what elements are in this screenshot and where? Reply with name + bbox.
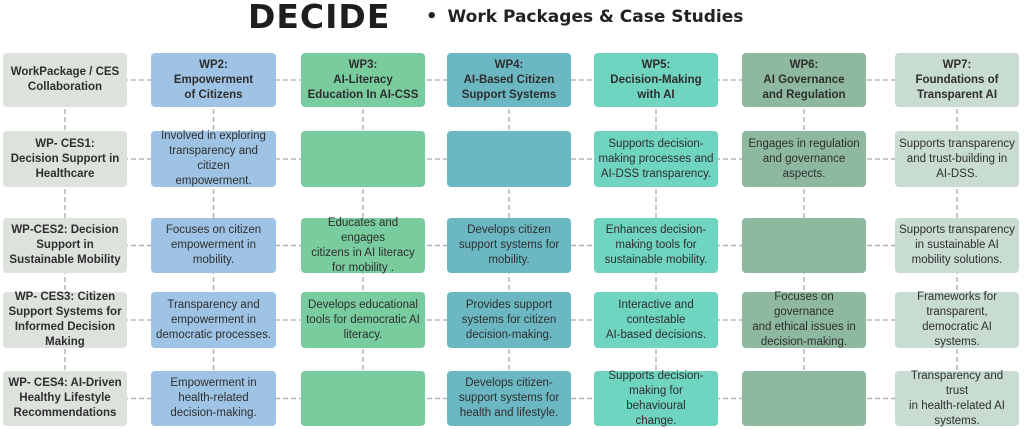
row-header-label: WP-CES2: Decision Support in Sustainable… bbox=[9, 224, 121, 266]
cell-ces2-wp3: Educates and engages citizens in AI lite… bbox=[301, 216, 425, 274]
cell-ces1-wp7: Supports transparency and trust-building… bbox=[895, 131, 1019, 187]
column-header-label: WP4: AI-Based Citizen Support Systems bbox=[461, 58, 557, 101]
column-header-wp2: WP2: Empowerment of Citizens bbox=[151, 53, 276, 107]
cell-ces4-wp6 bbox=[742, 371, 866, 426]
cell-ces2-wp5: Enhances decision- making tools for sust… bbox=[594, 218, 718, 273]
cell-ces4-wp2: Empowerment in health-related decision-m… bbox=[151, 371, 276, 426]
row-header-ces3: WP- CES3: Citizen Support Systems for In… bbox=[3, 291, 127, 348]
column-header-label: WP2: Empowerment of Citizens bbox=[173, 58, 254, 101]
row-header-ces1: WP- CES1: Decision Support in Healthcare bbox=[3, 131, 127, 187]
cell-text: Focuses on governance and ethical issues… bbox=[752, 291, 856, 348]
cell-text: Involved in exploring transparency and c… bbox=[161, 130, 266, 187]
cell-ces1-wp4 bbox=[447, 131, 571, 187]
cell-text: Engages in regulation and governance asp… bbox=[748, 137, 860, 180]
cell-text: Transparency and empowerment in democrat… bbox=[155, 298, 272, 341]
cell-text: Supports decision- making for behavioura… bbox=[608, 369, 704, 427]
column-header-wp6: WP6: AI Governance and Regulation bbox=[742, 53, 866, 107]
cell-text: Focuses on citizen empowerment in mobili… bbox=[165, 224, 262, 266]
subtitle-text: Work Packages & Case Studies bbox=[447, 7, 744, 27]
cell-ces3-wp7: Frameworks for transparent, democratic A… bbox=[895, 291, 1019, 348]
cell-text: Frameworks for transparent, democratic A… bbox=[917, 291, 997, 348]
row-header-label: WP- CES1: Decision Support in Healthcare bbox=[10, 137, 120, 180]
cell-text: Transparency and trust in health-related… bbox=[909, 369, 1005, 427]
cell-text: Educates and engages citizens in AI lite… bbox=[311, 216, 415, 274]
corner-header-label: WorkPackage / CES Collaboration bbox=[10, 66, 120, 93]
diagram-subtitle: • Work Packages & Case Studies bbox=[426, 6, 743, 28]
cell-ces4-wp4: Develops citizen- support systems for he… bbox=[447, 371, 571, 426]
cell-text: Supports transparency and trust-building… bbox=[899, 137, 1015, 180]
cell-text: Develops citizen- support systems for he… bbox=[458, 377, 560, 419]
cell-ces2-wp4: Develops citizen support systems for mob… bbox=[447, 218, 571, 273]
diagram-title: DECIDE bbox=[248, 0, 391, 36]
column-header-label: WP6: AI Governance and Regulation bbox=[762, 58, 846, 101]
row-header-label: WP- CES3: Citizen Support Systems for In… bbox=[8, 291, 122, 348]
cell-text: Empowerment in health-related decision-m… bbox=[170, 377, 257, 419]
column-header-label: WP3: AI-Literacy Education In AI-CSS bbox=[307, 58, 419, 101]
cell-ces1-wp6: Engages in regulation and governance asp… bbox=[742, 131, 866, 187]
row-header-label: WP- CES4: AI-Driven Healthy Lifestyle Re… bbox=[8, 377, 122, 419]
cell-ces4-wp3 bbox=[301, 371, 425, 426]
row-header-ces4: WP- CES4: AI-Driven Healthy Lifestyle Re… bbox=[3, 371, 127, 426]
column-header-wp5: WP5: Decision-Making with AI bbox=[594, 53, 718, 107]
cell-ces3-wp5: Interactive and contestable AI-based dec… bbox=[594, 292, 718, 348]
cell-ces3-wp6: Focuses on governance and ethical issues… bbox=[742, 291, 866, 348]
cell-text: Supports decision- making processes and … bbox=[598, 137, 714, 180]
cell-ces1-wp3 bbox=[301, 131, 425, 187]
cell-ces1-wp5: Supports decision- making processes and … bbox=[594, 131, 718, 187]
cell-ces2-wp6 bbox=[742, 218, 866, 273]
cell-text: Develops educational tools for democrati… bbox=[306, 298, 420, 341]
column-header-wp4: WP4: AI-Based Citizen Support Systems bbox=[447, 53, 571, 107]
cell-ces2-wp2: Focuses on citizen empowerment in mobili… bbox=[151, 218, 276, 273]
cell-ces2-wp7: Supports transparency in sustainable AI … bbox=[895, 218, 1019, 273]
cell-ces1-wp2: Involved in exploring transparency and c… bbox=[151, 130, 276, 187]
bullet-icon: • bbox=[426, 6, 438, 27]
cell-ces4-wp5: Supports decision- making for behavioura… bbox=[594, 369, 718, 427]
corner-header-box: WorkPackage / CES Collaboration bbox=[3, 53, 127, 107]
column-header-wp3: WP3: AI-Literacy Education In AI-CSS bbox=[301, 53, 425, 107]
cell-text: Interactive and contestable AI-based dec… bbox=[605, 298, 707, 341]
column-header-label: WP7: Foundations of Transparent AI bbox=[915, 58, 999, 101]
cell-ces3-wp2: Transparency and empowerment in democrat… bbox=[151, 292, 276, 348]
cell-text: Enhances decision- making tools for sust… bbox=[604, 224, 708, 266]
cell-ces4-wp7: Transparency and trust in health-related… bbox=[895, 369, 1019, 427]
cell-text: Provides support systems for citizen dec… bbox=[461, 298, 557, 341]
cell-text: Develops citizen support systems for mob… bbox=[458, 224, 560, 266]
column-header-label: WP5: Decision-Making with AI bbox=[610, 58, 702, 101]
row-header-ces2: WP-CES2: Decision Support in Sustainable… bbox=[3, 218, 127, 273]
cell-ces3-wp4: Provides support systems for citizen dec… bbox=[447, 292, 571, 348]
cell-ces3-wp3: Develops educational tools for democrati… bbox=[301, 292, 425, 348]
column-header-wp7: WP7: Foundations of Transparent AI bbox=[895, 53, 1019, 107]
cell-text: Supports transparency in sustainable AI … bbox=[899, 224, 1015, 266]
